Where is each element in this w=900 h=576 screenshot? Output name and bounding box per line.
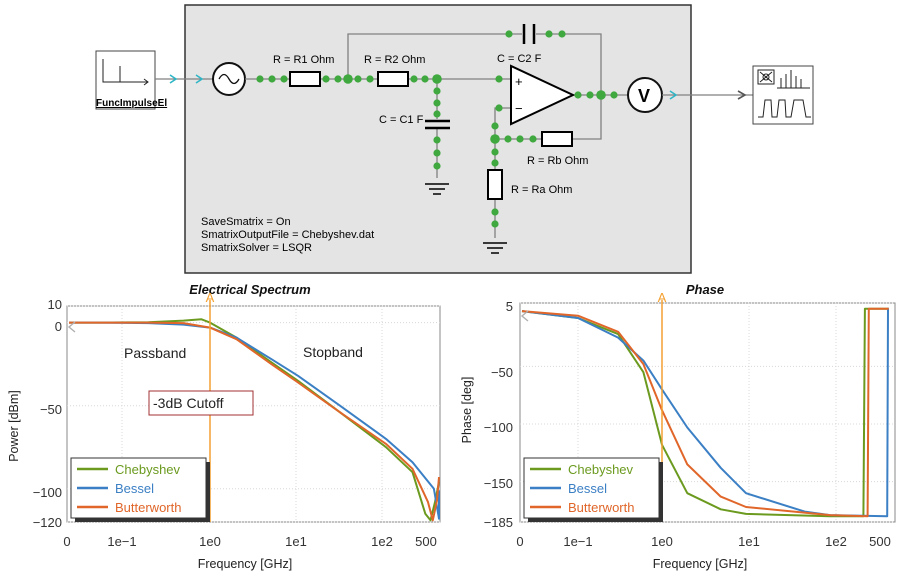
x-tick-label: 1e1 [738,534,760,549]
y-tick-label: −50 [491,365,513,380]
ra-label: R = Ra Ohm [511,184,572,196]
y-tick-label: −120 [33,515,62,530]
setting-output-file: SmatrixOutputFile = Chebyshev.dat [201,229,374,241]
y-tick-label: 5 [506,299,513,314]
y-tick-label: −185 [484,515,513,530]
impulse-waveform-icon [102,59,148,83]
ac-source-icon[interactable] [212,62,246,96]
y-tick-label: −100 [33,485,62,500]
phase-chart[interactable]: Phase Phase [deg] Frequency [GHz] 5 −50 … [460,282,896,571]
op-amp[interactable]: + − [510,64,576,126]
chart-title: Phase [686,282,724,297]
y-tick-label: −150 [484,476,513,491]
signal-arrow-icon [737,90,747,100]
setting-solver: SmatrixSolver = LSQR [201,242,312,254]
y-tick-label: 10 [48,297,62,312]
x-axis-label: Frequency [GHz] [198,557,292,571]
rb-resistor[interactable] [541,131,573,147]
r1-resistor[interactable] [289,71,321,87]
rb-label: R = Rb Ohm [527,155,588,167]
r2-resistor[interactable] [377,71,409,87]
legend: Chebyshev Bessel Butterworth [70,457,210,522]
r2-label: R = R2 Ohm [364,54,425,66]
op-amp-minus-sign: − [515,101,523,116]
series-line-butterworth [69,321,440,522]
x-tick-label: 0 [63,534,70,549]
r1-label: R = R1 Ohm [273,54,334,66]
legend-label-butterworth: Butterworth [115,500,181,515]
x-tick-label: 1e0 [651,534,673,549]
spectrum-analyzer-block[interactable] [752,65,814,125]
y-tick-label: −50 [40,402,62,417]
series-line-chebyshev [69,318,440,522]
legend-label-butterworth: Butterworth [568,500,634,515]
x-tick-label: 1e1 [285,534,307,549]
y-tick-label: 0 [55,319,62,334]
legend-label-chebyshev: Chebyshev [115,462,181,477]
ra-resistor[interactable] [487,169,503,200]
legend-label-chebyshev: Chebyshev [568,462,634,477]
y-axis-label: Phase [deg] [460,377,474,444]
op-amp-plus-sign: + [515,74,523,89]
c2-label: C = C2 F [497,53,542,65]
marker-left-chevron-icon [67,321,76,333]
x-tick-label: 0 [516,534,523,549]
legend: Chebyshev Bessel Butterworth [523,457,663,522]
cutoff-annotation: -3dB Cutoff [153,395,224,411]
legend-label-bessel: Bessel [568,481,607,496]
signal-arrow-icon [669,90,678,100]
x-tick-label: 1e−1 [563,534,592,549]
x-tick-label: 500 [869,534,891,549]
series-layer [520,302,895,523]
voltmeter-label: V [638,86,650,106]
ground-icon [483,242,507,254]
marker-a-label: A [658,290,667,305]
series-line-bessel [521,307,889,518]
voltmeter-icon[interactable]: V [627,77,663,113]
c1-capacitor[interactable] [425,119,450,130]
legend-label-bessel: Bessel [115,481,154,496]
impulse-source-label: FuncImpulseEl [96,98,167,109]
marker-left-chevron-icon [520,310,529,322]
setting-save-smatrix: SaveSmatrix = On [201,216,291,228]
ground-icon [425,183,449,195]
stopband-annotation: Stopband [303,344,363,360]
chart-title: Electrical Spectrum [189,282,311,297]
series-line-butterworth [521,307,889,518]
marker-a-label: A [206,290,215,305]
x-tick-label: 500 [415,534,437,549]
electrical-spectrum-chart[interactable]: Electrical Spectrum Power [dBm] Frequenc… [7,282,441,571]
series-line-chebyshev [521,307,889,518]
c2-capacitor[interactable] [522,24,536,44]
schematic-panel: FuncImpulseEl R = R1 Ohm R = R2 Ohm [95,4,814,274]
x-tick-label: 1e−1 [107,534,136,549]
y-axis-label: Power [dBm] [7,390,21,462]
impulse-source-block[interactable] [95,50,156,110]
x-axis-label: Frequency [GHz] [653,557,747,571]
signal-arrow-icon [195,74,204,84]
cutoff-annotation-box [148,390,254,416]
x-tick-label: 1e2 [371,534,393,549]
connection-nodes [256,30,618,228]
signal-arrow-icon [169,74,178,84]
passband-annotation: Passband [124,345,186,361]
y-tick-label: −100 [484,420,513,435]
x-tick-label: 1e0 [199,534,221,549]
c1-label: C = C1 F [379,114,424,126]
x-tick-label: 1e2 [825,534,847,549]
